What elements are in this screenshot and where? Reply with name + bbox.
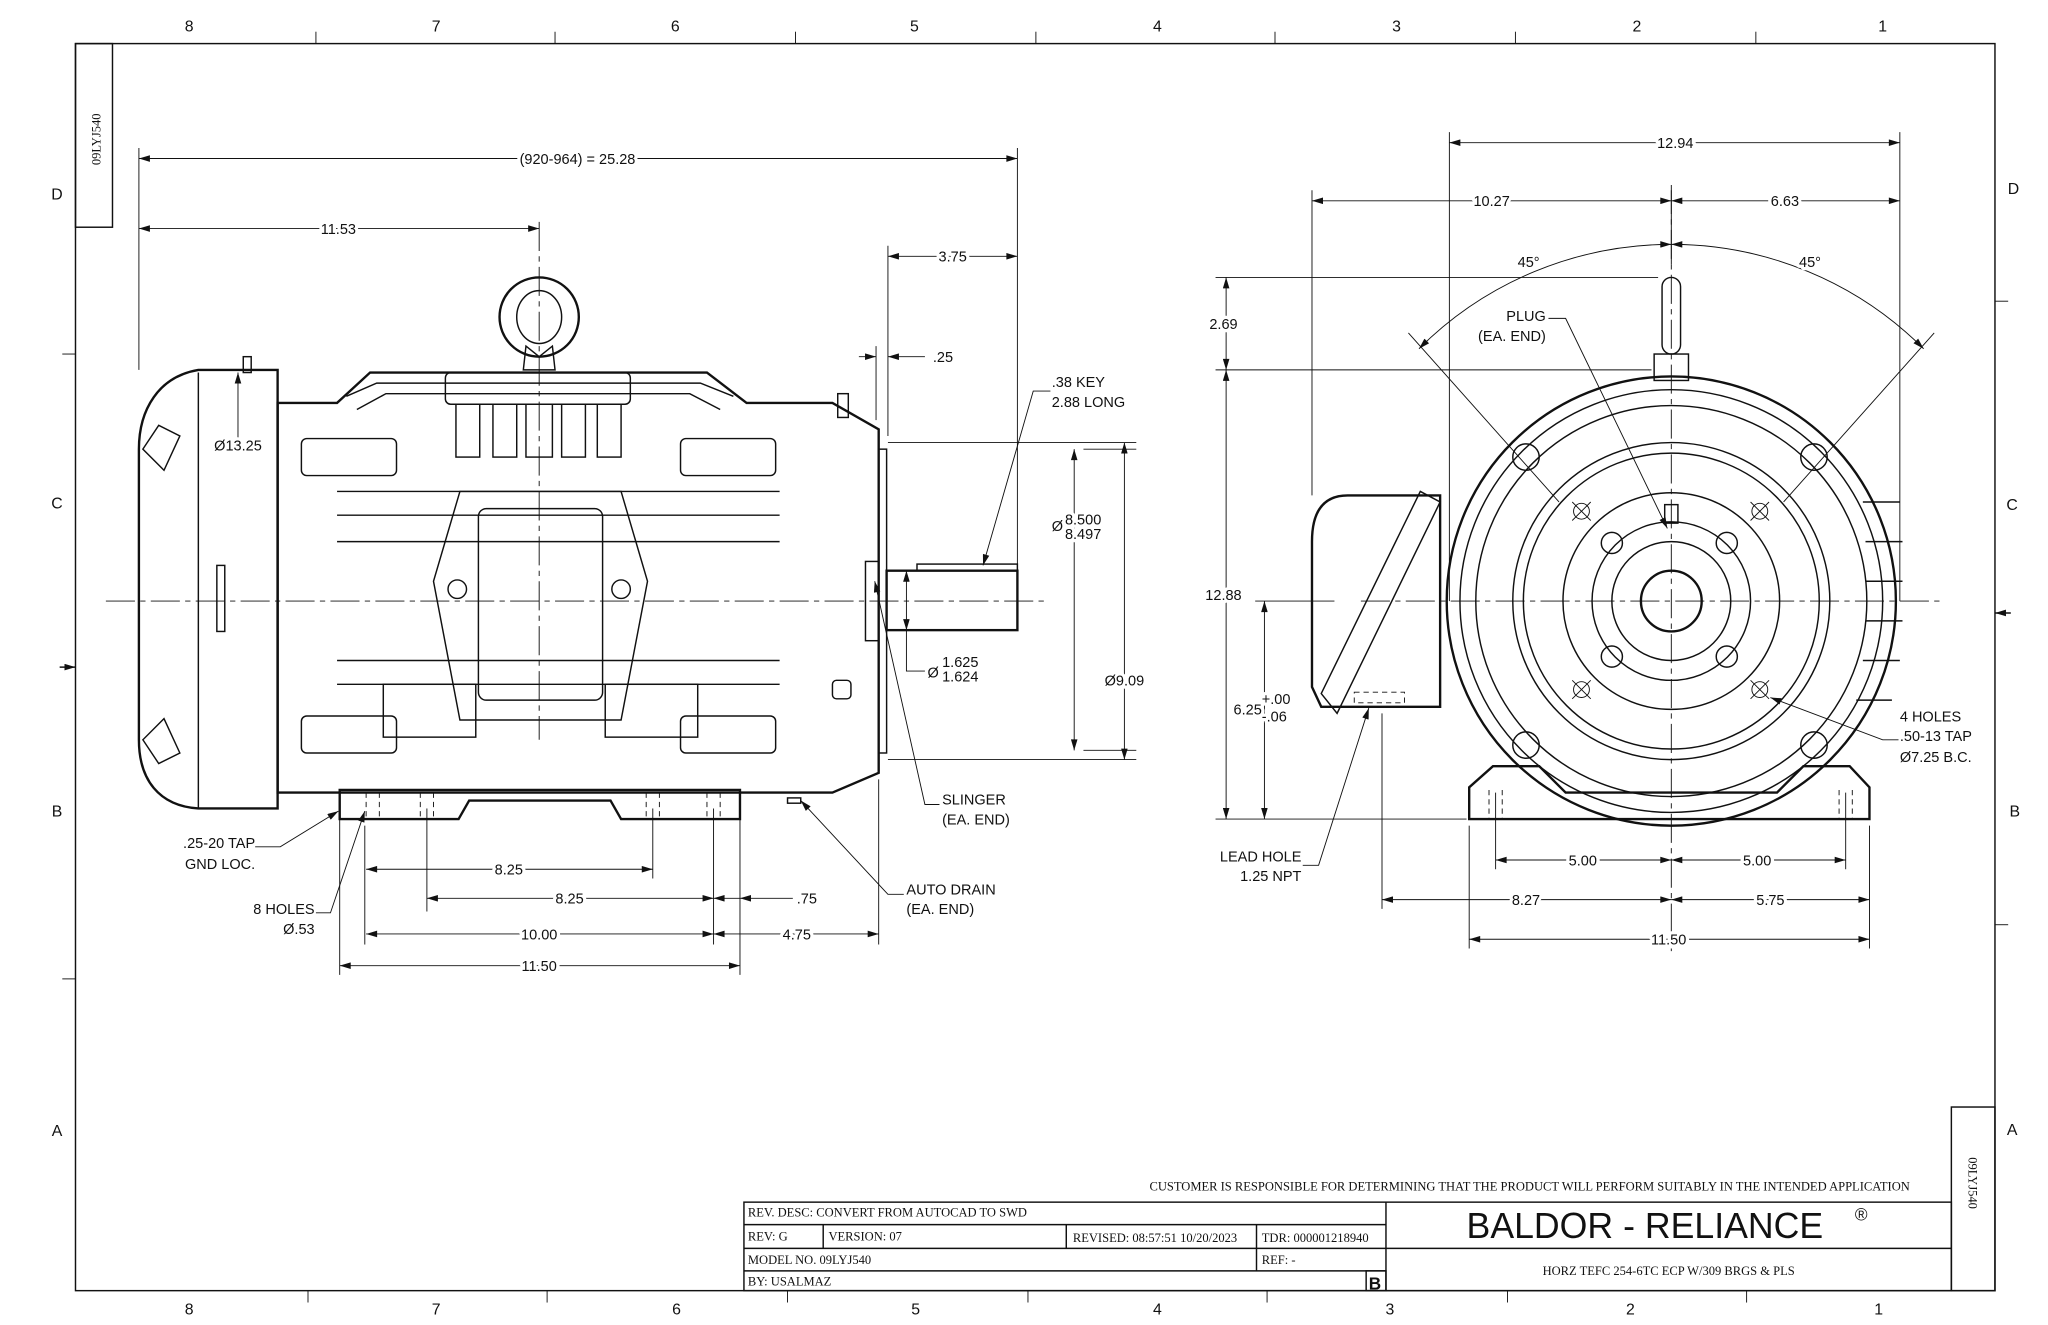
svg-text:B: B [2009,803,2020,820]
svg-text:A: A [2007,1122,2018,1139]
dimension-line [1783,332,1935,503]
svg-text:1: 1 [1878,19,1887,36]
pilot-diameter-min: 8.497 [1065,527,1101,543]
tdr-number: TDR: 000001218940 [1262,1231,1369,1245]
svg-text:A: A [52,1123,63,1140]
left-to-center-dim: 10.27 [1473,194,1509,210]
svg-text:8: 8 [185,19,194,36]
right-to-center-dim: 6.63 [1771,194,1799,210]
plug-note-line2: (EA. END) [1478,329,1546,345]
shaft-height-tol-minus: -.06 [1262,709,1287,725]
side-view-dimensions: (920-964) = 25.28 11.53 3.75 8.25 8.25 10.00 4… [138,147,1147,978]
svg-text:6: 6 [672,1301,681,1318]
title-block: CUSTOMER IS RESPONSIBLE FOR DETERMINING … [743,1179,1953,1293]
plug-note-line1: PLUG [1506,309,1546,325]
svg-text:3: 3 [1392,19,1401,36]
auto-drain-note-line1: AUTO DRAIN [906,882,995,898]
angle-left-dim: 45° [1518,255,1540,271]
shaft-diameter-max: 1.625 [942,655,978,671]
end-view-dimensions: 12.94 10.27 6.63 2.69 12.88 5.00 5.00 8.27 5.75 1… [1202,132,1972,952]
ground-tap-note-line2: GND LOC. [185,857,255,873]
svg-text:8: 8 [185,1301,194,1318]
eyebolt-height-dim: 2.69 [1209,317,1237,333]
svg-text:09LYJ540: 09LYJ540 [1966,1157,1980,1209]
foot-holes-note-line2: Ø.53 [283,922,314,938]
tapped-holes-note-line2: .50-13 TAP [1900,729,1972,745]
pilot-diameter-max: 8.500 [1065,512,1101,528]
registered-mark: ® [1855,1205,1868,1225]
reference: REF: - [1262,1253,1296,1267]
box-to-center-dim: 8.27 [1512,893,1540,909]
svg-text:4: 4 [1153,19,1162,36]
company-logo-text: BALDOR - RELIANCE [1467,1206,1824,1246]
drawn-by: BY: USALMAZ [748,1274,831,1288]
face-diameter-dim: Ø9.09 [1105,674,1145,690]
tapped-holes-note-line3: Ø7.25 B.C. [1900,750,1972,766]
disclaimer: CUSTOMER IS RESPONSIBLE FOR DETERMINING … [1149,1179,1909,1193]
svg-text:7: 7 [432,19,441,36]
foot-width-dim: 11.50 [1651,933,1686,949]
foot-to-face-dim: 4.75 [783,927,811,943]
key-note-line1: .38 KEY [1052,375,1106,391]
dimension-line [1408,332,1560,503]
pilot-diameter-symbol: Ø [1052,519,1063,535]
svg-text:C: C [2006,497,2017,514]
lead-hole-note-line2: 1.25 NPT [1240,869,1301,885]
model-number: MODEL NO. 09LYJ540 [748,1253,871,1267]
svg-text:D: D [2008,181,2019,198]
slinger-note-line2: (EA. END) [942,812,1010,828]
svg-text:B: B [52,803,63,820]
shaft-diameter-symbol: Ø [928,666,939,682]
foot-right-dim: 5.00 [1743,853,1771,869]
fan-cover-diameter-dim: Ø13.25 [214,438,262,454]
motor-side-view [105,221,1047,821]
product-description: HORZ TEFC 254-6TC ECP W/309 BRGS & PLS [1543,1264,1795,1278]
overall-height-dim: 12.88 [1205,588,1241,604]
face-offset-dim: .25 [933,350,953,366]
svg-text:4: 4 [1153,1301,1162,1318]
drawing-id-tab-bottom: 09LYJ540 [1950,1106,1996,1292]
svg-text:5: 5 [910,19,919,36]
foot-holes-dim-a: 8.25 [495,863,523,879]
shaft-height-tol-plus: +.00 [1262,692,1291,708]
shaft-height-dim: 6.25 [1234,703,1262,719]
ground-tap-note-line1: .25-20 TAP [183,836,255,852]
key-note-line2: 2.88 LONG [1052,395,1125,411]
shaft-extension-dim: 3.75 [939,250,967,266]
svg-text:2: 2 [1626,1301,1635,1318]
foot-holes-span-dim: 10.00 [521,927,557,943]
rev-description: REV. DESC: CONVERT FROM AUTOCAD TO SWD [748,1206,1027,1220]
lead-hole-note-line1: LEAD HOLE [1220,849,1302,865]
svg-text:09LYJ540: 09LYJ540 [90,113,104,165]
angle-right-dim: 45° [1799,255,1821,271]
foot-edge-dim: .75 [797,892,817,908]
slinger-note-line1: SLINGER [942,793,1006,809]
svg-text:1: 1 [1874,1301,1883,1318]
svg-text:C: C [51,496,62,513]
eyebolt-position-dim: 11.53 [321,222,356,238]
version: VERSION: 07 [828,1229,901,1243]
foot-left-dim: 5.00 [1569,853,1597,869]
sheet-size: B [1369,1273,1381,1293]
svg-text:6: 6 [671,19,680,36]
auto-drain-note-line2: (EA. END) [906,902,974,918]
revised-timestamp: REVISED: 08:57:51 10/20/2023 [1073,1231,1237,1245]
svg-text:7: 7 [432,1301,441,1318]
svg-text:D: D [51,186,62,203]
overall-length-dim: (920-964) = 25.28 [520,152,636,168]
drawing-id-tab-top: 09LYJ540 [74,42,114,228]
revision: REV: G [748,1229,788,1243]
foot-length-dim: 11.50 [522,959,557,975]
center-to-right-dim: 5.75 [1756,893,1784,909]
svg-text:3: 3 [1386,1301,1395,1318]
tapped-holes-note-line1: 4 HOLES [1900,709,1962,725]
motor-end-view [1310,184,1943,952]
svg-text:5: 5 [911,1301,920,1318]
zone-labels: 8 7 6 5 4 3 2 1 8 7 6 5 4 3 2 1 D C B A D C B A [51,19,2020,1319]
foot-holes-dim-b: 8.25 [555,892,583,908]
foot-holes-note-line1: 8 HOLES [253,902,315,918]
svg-text:2: 2 [1633,19,1642,36]
shaft-diameter-min: 1.624 [942,670,978,686]
overall-width-dim: 12.94 [1657,136,1693,152]
